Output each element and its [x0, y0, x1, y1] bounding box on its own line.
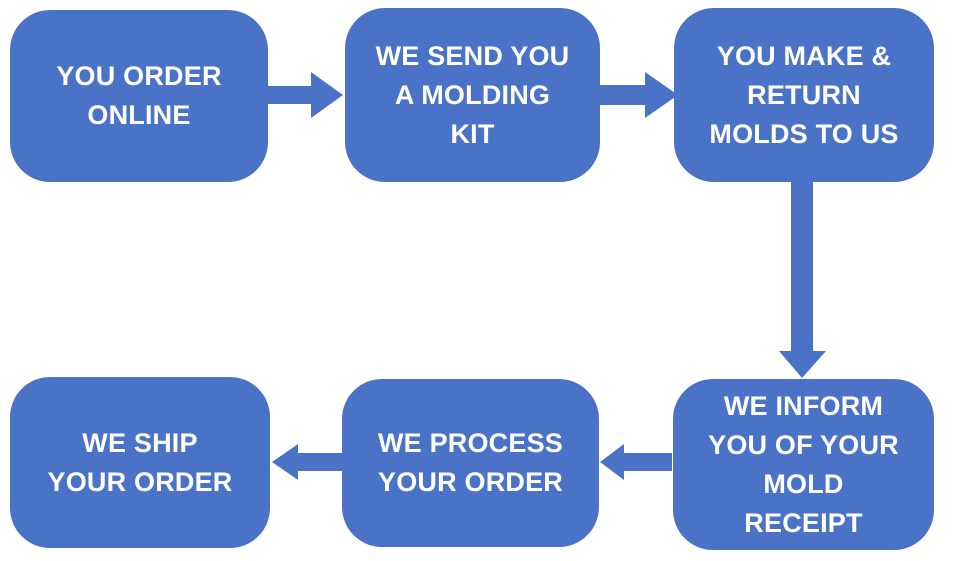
node-make-return-molds: YOU MAKE & RETURN MOLDS TO US	[674, 8, 934, 182]
node-label: WE SHIP YOUR ORDER	[47, 427, 233, 497]
arrow-left-icon	[600, 444, 672, 480]
node-send-molding-kit: WE SEND YOU A MOLDING KIT	[345, 8, 600, 182]
node-label: WE PROCESS YOUR ORDER	[377, 428, 564, 497]
node-label: YOU ORDER ONLINE	[56, 61, 222, 130]
node-order-online: YOU ORDER ONLINE	[10, 10, 268, 182]
node-inform-mold-receipt: WE INFORM YOU OF YOUR MOLD RECEIPT	[673, 379, 934, 550]
node-label: YOU MAKE & RETURN MOLDS TO US	[709, 40, 899, 149]
node-ship-order: WE SHIP YOUR ORDER	[10, 377, 270, 548]
arrow-down-icon	[779, 181, 826, 378]
node-process-order: WE PROCESS YOUR ORDER	[342, 379, 599, 547]
arrow-left-icon	[272, 444, 344, 480]
arrow-right-icon	[599, 72, 678, 118]
node-label: WE INFORM YOU OF YOUR MOLD RECEIPT	[708, 390, 899, 538]
node-label: WE SEND YOU A MOLDING KIT	[375, 40, 570, 149]
arrow-right-icon	[266, 72, 343, 118]
